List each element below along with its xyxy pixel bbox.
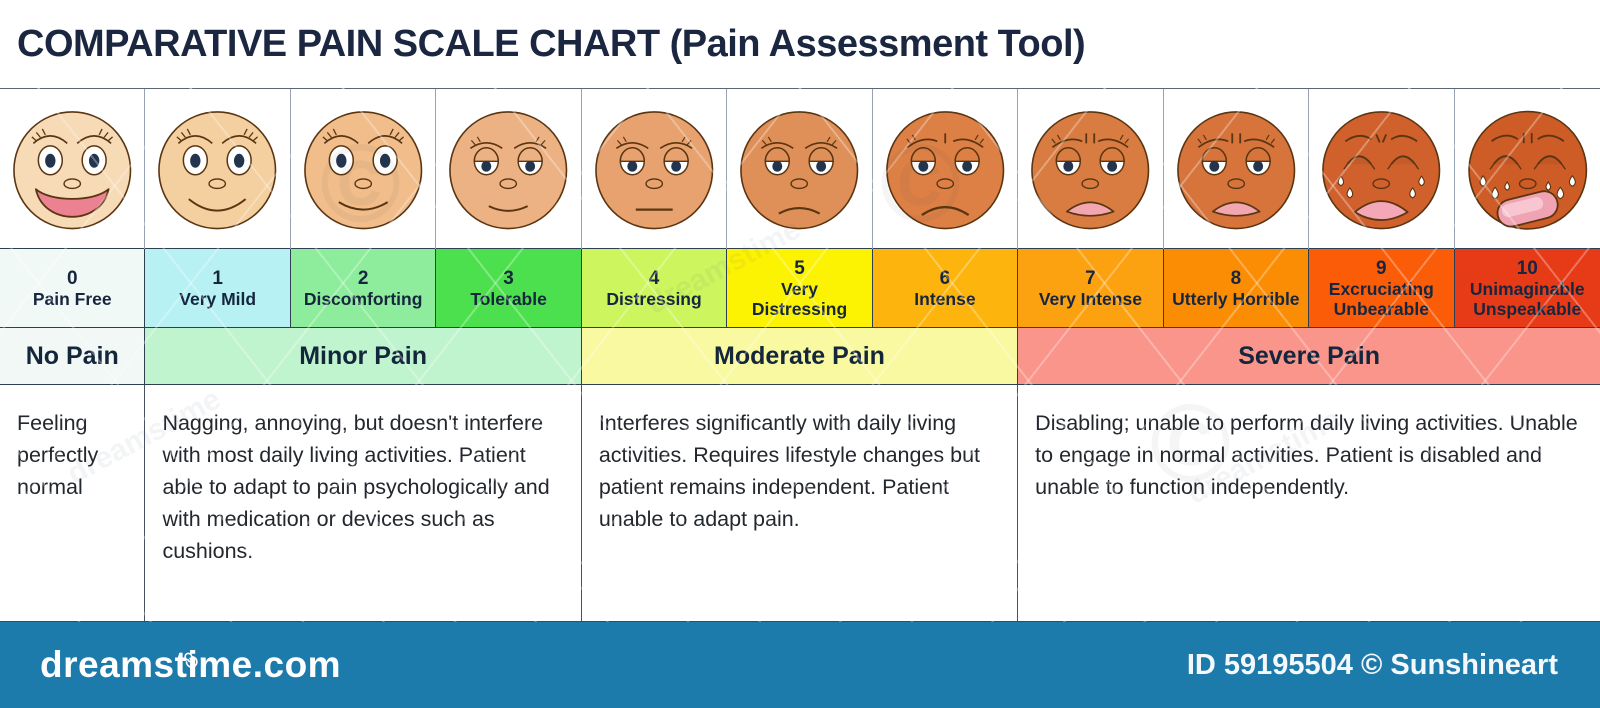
pain-face-0 [13, 111, 132, 230]
face-cell-0 [0, 89, 146, 250]
scale-name: Very Distressing [751, 278, 848, 319]
description-text: Interferes significantly with daily livi… [598, 411, 981, 531]
face-cell-1 [145, 89, 291, 250]
category-label: Severe Pain [1238, 341, 1380, 370]
scale-name: Excruciating Unbearable [1328, 278, 1434, 319]
description-moderate-pain: Interferes significantly with daily livi… [582, 385, 1019, 621]
pain-face-7 [1031, 111, 1150, 230]
category-label: Minor Pain [299, 341, 428, 370]
category-severe-pain: Severe Pain [1018, 328, 1600, 384]
face-cell-8 [1164, 89, 1310, 250]
scale-value: 6 [939, 267, 951, 289]
footer-bar: dreamstime.com ID 59195504 © Sunshineart [0, 622, 1600, 708]
dreamstime-logo-text: dreamstime.com [40, 644, 342, 685]
scale-value: 0 [66, 267, 78, 289]
faces-row [0, 88, 1600, 250]
scale-value: 7 [1085, 267, 1096, 289]
face-cell-10 [1455, 89, 1600, 250]
scale-name: Very Intense [1038, 288, 1142, 309]
scale-value: 5 [794, 257, 805, 279]
scale-value: 10 [1516, 257, 1538, 279]
face-cell-4 [582, 89, 728, 250]
face-cell-7 [1018, 89, 1164, 250]
scale-value: 2 [357, 267, 369, 289]
scale-value: 8 [1230, 267, 1242, 289]
spiral-icon [181, 636, 199, 678]
scale-value: 1 [212, 267, 223, 289]
pain-face-8 [1176, 111, 1295, 230]
category-minor-pain: Minor Pain [145, 328, 582, 384]
face-cell-6 [873, 89, 1019, 250]
scale-value: 4 [648, 267, 660, 289]
scale-name: Tolerable [470, 288, 547, 309]
face-cell-3 [436, 89, 582, 250]
description-minor-pain: Nagging, annoying, but doesn't interfere… [145, 385, 582, 621]
scale-name: Discomforting [303, 288, 423, 309]
pain-face-2 [304, 111, 423, 230]
scale-name: Distressing [606, 288, 702, 309]
pain-face-10 [1467, 110, 1587, 230]
page-title: COMPARATIVE PAIN SCALE CHART (Pain Asses… [17, 22, 1086, 65]
image-credit: ID 59195504 © Sunshineart [1186, 648, 1558, 681]
category-moderate-pain: Moderate Pain [581, 328, 1019, 384]
scale-name: Unimaginable Unspeakable [1469, 278, 1585, 319]
category-no-pain: No Pain [0, 328, 146, 384]
description-text: Nagging, annoying, but doesn't interfere… [162, 411, 550, 563]
header: COMPARATIVE PAIN SCALE CHART (Pain Asses… [0, 0, 1600, 88]
category-label: No Pain [25, 341, 119, 370]
pain-face-3 [449, 111, 568, 230]
description-no-pain: Feeling perfectly normal [0, 385, 146, 621]
scale-value: 9 [1376, 257, 1387, 279]
face-cell-2 [291, 89, 437, 250]
description-text: Feeling perfectly normal [17, 411, 99, 499]
pain-face-1 [158, 111, 277, 230]
pain-face-5 [740, 111, 859, 230]
face-cell-9 [1309, 89, 1455, 250]
description-severe-pain: Disabling; unable to perform daily livin… [1018, 385, 1600, 621]
pain-face-9 [1322, 111, 1441, 230]
pain-face-4 [594, 111, 714, 230]
scale-value: 3 [503, 267, 514, 289]
pain-face-6 [885, 111, 1005, 230]
scale-name: Intense [914, 288, 976, 309]
scale-name: Very Mild [179, 288, 257, 309]
scale-name: Pain Free [32, 288, 112, 309]
dreamstime-logo: dreamstime.com [40, 644, 341, 686]
description-text: Disabling; unable to perform daily livin… [1035, 411, 1578, 499]
categories-row: No Pain Minor Pain Moderate Pain Severe Pai… [0, 328, 1600, 385]
scale-name: Utterly Horrible [1172, 288, 1300, 309]
face-cell-5 [727, 89, 873, 250]
category-label: Moderate Pain [714, 341, 885, 370]
descriptions-row: Feeling perfectly normal Nagging, annoyin… [0, 385, 1600, 622]
